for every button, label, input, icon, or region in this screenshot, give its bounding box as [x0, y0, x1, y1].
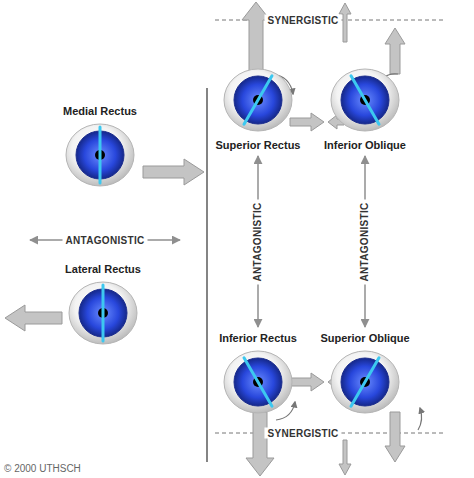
muscle-label: Inferior Rectus — [219, 331, 297, 345]
pull-arrow — [385, 412, 405, 462]
muscle-label: Superior Rectus — [216, 138, 301, 152]
muscle-label: Lateral Rectus — [65, 262, 141, 276]
eye-illustration — [315, 348, 415, 416]
torsion-axis — [351, 358, 379, 406]
antagonistic-arrow — [364, 156, 366, 327]
iris — [234, 358, 282, 406]
relation-label: ANTAGONISTIC — [252, 199, 264, 284]
copyright-notice: © 2000 UTHSCH — [4, 463, 81, 474]
pull-arrow — [246, 412, 274, 476]
eyeball — [224, 69, 292, 131]
divider-line — [206, 88, 207, 462]
pull-arrow — [5, 305, 62, 331]
iris — [341, 76, 389, 124]
muscle-label: Medial Rectus — [63, 104, 137, 118]
muscle-eye: Superior Rectus — [208, 66, 308, 152]
muscle-eye: Superior Oblique — [315, 331, 415, 416]
pull-arrow — [242, 2, 270, 72]
net-arrow — [339, 440, 351, 475]
torsion-axis — [102, 285, 105, 341]
relation-label: ANTAGONISTIC — [359, 199, 371, 284]
eye-illustration — [208, 348, 308, 416]
relation-label: SYNERGISTIC — [264, 15, 341, 26]
relation-label: ANTAGONISTIC — [63, 235, 148, 246]
antagonistic-arrow — [257, 156, 259, 327]
pull-arrow — [385, 28, 405, 74]
pull-arrow — [143, 159, 204, 185]
eyeball — [331, 351, 399, 413]
eye-illustration — [53, 279, 153, 347]
muscle-label: Inferior Oblique — [324, 138, 406, 152]
eyeball — [66, 124, 134, 186]
eye-illustration — [50, 121, 150, 189]
eyeball — [69, 282, 137, 344]
relation-label: SYNERGISTIC — [264, 428, 341, 439]
iris — [234, 76, 282, 124]
torsion-axis — [99, 127, 102, 183]
torsion-arrow — [418, 408, 422, 430]
muscle-eye: Inferior Oblique — [315, 66, 415, 152]
pull-arrow — [290, 373, 324, 391]
muscle-label: Superior Oblique — [320, 331, 409, 345]
muscle-eye: Medial Rectus — [50, 104, 150, 189]
pull-arrow — [290, 113, 324, 131]
torsion-axis — [351, 76, 379, 124]
torsion-axis — [244, 76, 272, 124]
eyeball — [331, 69, 399, 131]
torsion-axis — [244, 358, 272, 406]
eye-illustration — [315, 66, 415, 134]
muscle-eye: Inferior Rectus — [208, 331, 308, 416]
eye-illustration — [208, 66, 308, 134]
muscle-eye: Lateral Rectus — [53, 262, 153, 347]
iris — [341, 358, 389, 406]
eyeball — [224, 351, 292, 413]
